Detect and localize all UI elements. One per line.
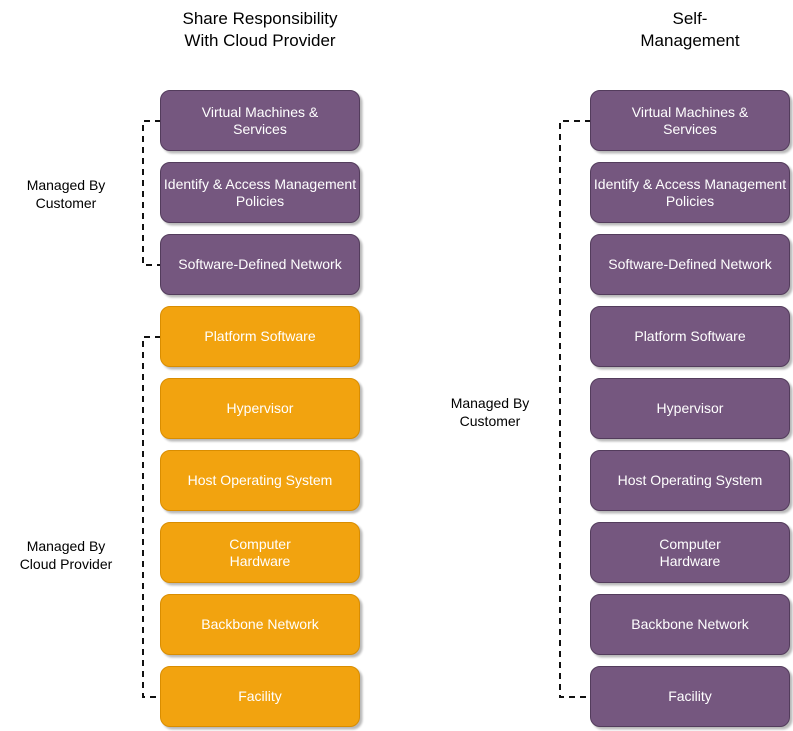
right-column-title: Self- Management: [640, 9, 740, 50]
box-left-platform-software: Platform Software: [160, 306, 360, 367]
box-right-identify-access-management-policies: Identify & Access Management Policies: [590, 162, 790, 223]
box-left-virtual-machines-services: Virtual Machines & Services: [160, 90, 360, 151]
box-left-computer-hardware: Computer Hardware: [160, 522, 360, 583]
bracket-left-managed-by-cloud-provider: [142, 336, 161, 698]
box-right-software-defined-network: Software-Defined Network: [590, 234, 790, 295]
bracket-left-managed-by-customer: [142, 120, 161, 266]
box-left-software-defined-network: Software-Defined Network: [160, 234, 360, 295]
box-right-computer-hardware: Computer Hardware: [590, 522, 790, 583]
box-right-host-operating-system: Host Operating System: [590, 450, 790, 511]
box-right-virtual-machines-services: Virtual Machines & Services: [590, 90, 790, 151]
box-right-platform-software: Platform Software: [590, 306, 790, 367]
box-right-backbone-network: Backbone Network: [590, 594, 790, 655]
box-left-host-operating-system: Host Operating System: [160, 450, 360, 511]
label-managed-by-customer-right: Managed By Customer: [450, 395, 530, 429]
box-left-hypervisor: Hypervisor: [160, 378, 360, 439]
left-column-title: Share Responsibility With Cloud Provider: [182, 9, 338, 50]
label-managed-by-cloud-provider: Managed By Cloud Provider: [19, 538, 113, 572]
box-right-facility: Facility: [590, 666, 790, 727]
label-managed-by-customer-left: Managed By Customer: [26, 177, 106, 211]
box-left-identify-access-management-policies: Identify & Access Management Policies: [160, 162, 360, 223]
bracket-right-managed-by-customer: [559, 120, 591, 698]
box-right-hypervisor: Hypervisor: [590, 378, 790, 439]
box-left-backbone-network: Backbone Network: [160, 594, 360, 655]
box-left-facility: Facility: [160, 666, 360, 727]
